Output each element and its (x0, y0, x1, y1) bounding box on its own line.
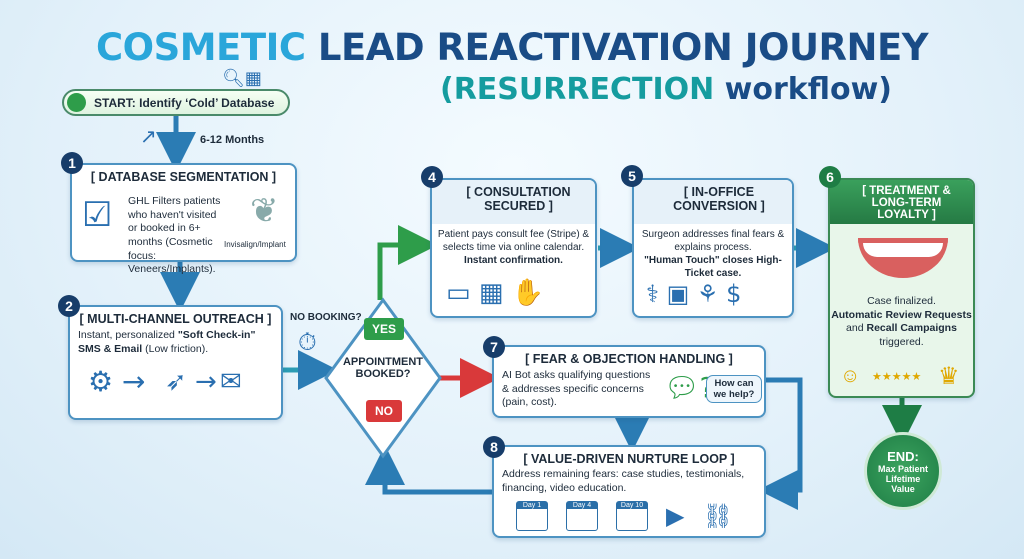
checklist-icon: ☑ (82, 195, 113, 235)
step-text: Instant, personalized "Soft Check-in" SM… (70, 326, 281, 359)
text-bold: "Human Touch" closes High-Ticket case. (644, 255, 782, 279)
step-badge: 4 (421, 166, 443, 188)
text-bold: "Soft Check-in" SMS & Email (78, 329, 256, 355)
step-title: [ VALUE-DRIVEN NURTURE LOOP ] (523, 452, 735, 466)
decision-label: APPOINTMENT BOOKED? (342, 356, 424, 380)
start-dot (67, 93, 86, 112)
tooth-label: Invisalign/Implant (224, 240, 286, 249)
interval-label: 6-12 Months (200, 134, 265, 146)
five-stars-rating: ★★★★★ (872, 371, 922, 383)
text-bold: Automatic Review Requests (831, 308, 972, 321)
page-subtitle: (RESURRECTION workflow) (440, 72, 892, 107)
tooth-icon: ❦ (250, 191, 279, 231)
title-part: LEAD REACTIVATION JOURNEY (317, 26, 929, 69)
step-text: AI Bot asks qualifying questions & addre… (502, 369, 651, 409)
step-badge: 7 (483, 336, 505, 358)
chat-email-icon: ✉ (220, 367, 242, 397)
trophy-icon: ♛ (938, 363, 960, 390)
step-text: Address remaining fears: case studies, t… (502, 468, 745, 494)
subtitle-part: workflow) (724, 72, 893, 107)
day-card: Day 4 (566, 501, 598, 531)
step-value-driven-nurture-loop: [ VALUE-DRIVEN NURTURE LOOP ] Address re… (492, 445, 766, 538)
text-part: triggered. (879, 335, 924, 348)
nurture-sequence: Day 1 Day 4 Day 10 ▶ ⛓ (516, 501, 733, 531)
step-consultation-secured: [ CONSULTATION SECURED ] Patient pays co… (430, 178, 597, 318)
text-part: Instant, personalized (78, 329, 178, 341)
no-badge: NO (366, 400, 402, 422)
step-title: [ DATABASE SEGMENTATION ] (90, 170, 277, 184)
step-badge: 6 (819, 166, 841, 188)
start-node: START: Identify ‘Cold’ Database (62, 89, 290, 116)
text-bold: Recall Campaigns (866, 322, 957, 335)
text-part: Patient pays consult fee (Stripe) & sele… (437, 229, 590, 253)
subtitle-part: (RESURRECTION (440, 72, 715, 107)
step-title: [ CONSULTATION SECURED ] (432, 180, 595, 224)
help-bubble: How can we help? (706, 375, 762, 403)
gears-icon: ⚙ → (88, 365, 146, 398)
stopwatch-icon: ⏱ (298, 328, 317, 356)
card-calendar-thumbsup-icons: ▭ ▦ ✋ (446, 278, 545, 308)
text-part: Case finalized. (867, 295, 936, 307)
step-in-office-conversion: [ IN-OFFICE CONVERSION ] Surgeon address… (632, 178, 794, 318)
end-text: Max Patient Lifetime Value (877, 464, 928, 494)
title-part: COSMETIC (95, 26, 306, 69)
star-eyes-icon: ☺ (840, 365, 861, 387)
video-icon: ▶ (666, 502, 685, 530)
day-label: Day 1 (517, 502, 547, 509)
start-label: START: Identify ‘Cold’ Database (94, 95, 275, 110)
step-fear-objection-handling: [ FEAR & OBJECTION HANDLING ] AI Bot ask… (492, 345, 766, 418)
day-card: Day 10 (616, 501, 648, 531)
text-part: (Low friction). (142, 342, 209, 355)
step-title: [ FEAR & OBJECTION HANDLING ] (525, 352, 733, 366)
text-bold: Instant confirmation. (464, 255, 563, 266)
step-database-segmentation: [ DATABASE SEGMENTATION ] ☑ GHL Filters … (70, 163, 297, 275)
growth-chart-icon: ↗ (140, 124, 157, 148)
text-part: Surgeon addresses final fears & explains… (641, 229, 785, 253)
day-card: Day 1 (516, 501, 548, 531)
step-text: Case finalized.Automatic Review Requests… (830, 295, 973, 350)
day-label: Day 4 (567, 502, 597, 509)
step-title: [ TREATMENT & LONG-TERM LOYALTY ] (830, 180, 973, 224)
search-database-calendar-icon: 🔍︎▦ (222, 68, 262, 89)
step-text: Surgeon addresses final fears & explains… (634, 224, 792, 280)
no-booking-label: NO BOOKING? (290, 312, 362, 323)
step-title: [ MULTI-CHANNEL OUTREACH ] (79, 312, 272, 326)
step-badge: 2 (58, 295, 80, 317)
end-node: END: Max Patient Lifetime Value (864, 432, 942, 510)
text-part: and (846, 322, 867, 335)
step-badge: 5 (621, 165, 643, 187)
page-title: COSMETIC LEAD REACTIVATION JOURNEY (0, 26, 1024, 69)
step-text: Patient pays consult fee (Stripe) & sele… (432, 224, 595, 267)
smile-icon (858, 238, 948, 278)
step-treatment-loyalty: [ TREATMENT & LONG-TERM LOYALTY ] Case f… (828, 178, 975, 398)
broken-link-icon: ⛓ (702, 502, 733, 530)
rocket-icon: ➶ → (165, 367, 217, 397)
step-badge: 8 (483, 436, 505, 458)
step-multi-channel-outreach: [ MULTI-CHANNEL OUTREACH ] Instant, pers… (68, 305, 283, 420)
chair-xray-handshake-money-icons: ⚕ ▣ ⚘ $ (646, 280, 742, 308)
step-text: GHL Filters patients who haven't visited… (128, 195, 221, 276)
yes-badge: YES (364, 318, 404, 340)
day-label: Day 10 (617, 502, 647, 509)
decision-diamond (324, 297, 442, 459)
step-title: [ IN-OFFICE CONVERSION ] (634, 180, 792, 224)
step-badge: 1 (61, 152, 83, 174)
end-label: END: (887, 449, 919, 464)
